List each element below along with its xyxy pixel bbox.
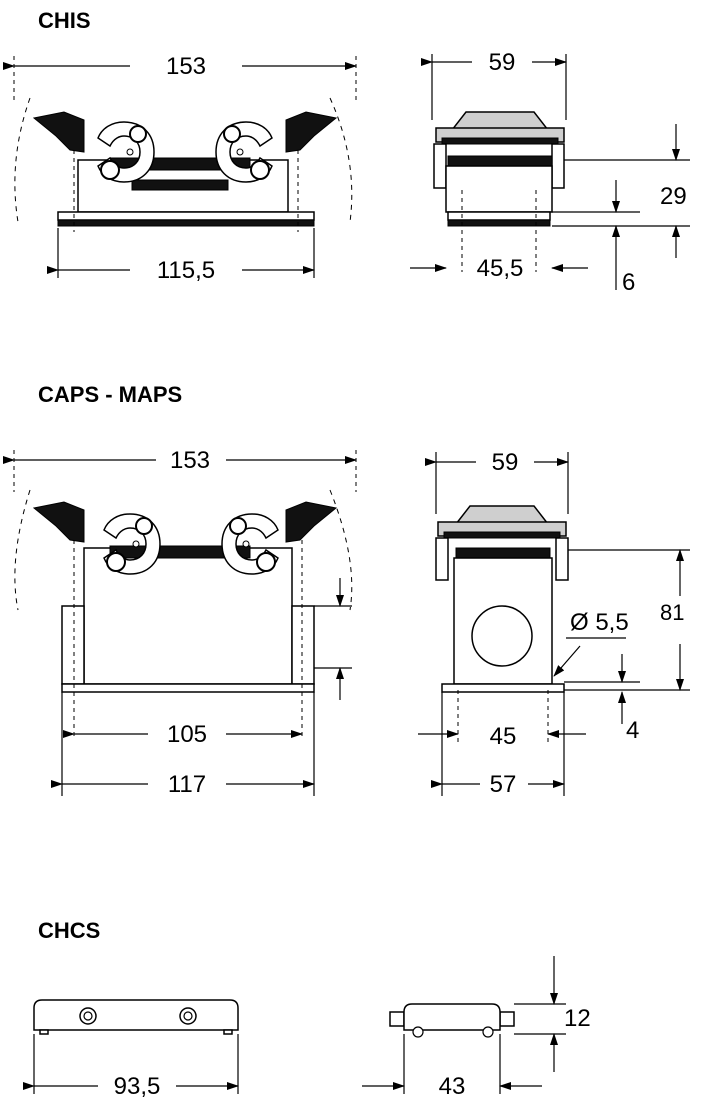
section-title-chcs: CHCS — [38, 918, 101, 943]
chcs-front-view: 93,5 — [23, 999, 239, 1100]
dim-caps-side-hole-diameter: Ø 5,5 — [570, 609, 629, 636]
dim-chcs-side-43: 43 — [439, 1073, 466, 1100]
dim-chis-front-153: 153 — [166, 53, 206, 80]
dim-chis-side-29: 29 — [660, 183, 687, 210]
dim-chis-front-115-5: 115,5 — [157, 257, 215, 284]
chis-front-view: 153 115,5 — [3, 53, 357, 284]
chcs-side-view: 43 12 — [362, 956, 591, 1100]
section-title-caps-maps: CAPS - MAPS — [38, 382, 183, 407]
dim-chis-side-45-5: 45,5 — [477, 255, 524, 282]
caps-maps-side-view: 59 81 Ø 5,5 4 45 57 — [418, 449, 690, 798]
dim-chcs-front-93-5: 93,5 — [114, 1073, 161, 1100]
dim-caps-front-105: 105 — [167, 721, 207, 748]
dim-caps-side-59: 59 — [492, 449, 519, 476]
dim-caps-side-4: 4 — [626, 717, 639, 744]
dim-caps-side-45: 45 — [490, 723, 517, 750]
dim-caps-side-81: 81 — [660, 600, 684, 625]
dim-caps-side-57: 57 — [490, 771, 517, 798]
dim-chis-side-59: 59 — [489, 49, 516, 76]
caps-maps-front-view: 153 105 117 — [3, 447, 357, 798]
dim-caps-front-117: 117 — [168, 771, 206, 798]
dim-chcs-side-12: 12 — [564, 1005, 591, 1032]
dim-caps-front-153: 153 — [170, 447, 210, 474]
section-title-chis: CHIS — [38, 8, 91, 33]
chis-side-view: 59 29 6 45,5 — [410, 49, 690, 296]
dim-chis-side-6: 6 — [622, 269, 635, 296]
